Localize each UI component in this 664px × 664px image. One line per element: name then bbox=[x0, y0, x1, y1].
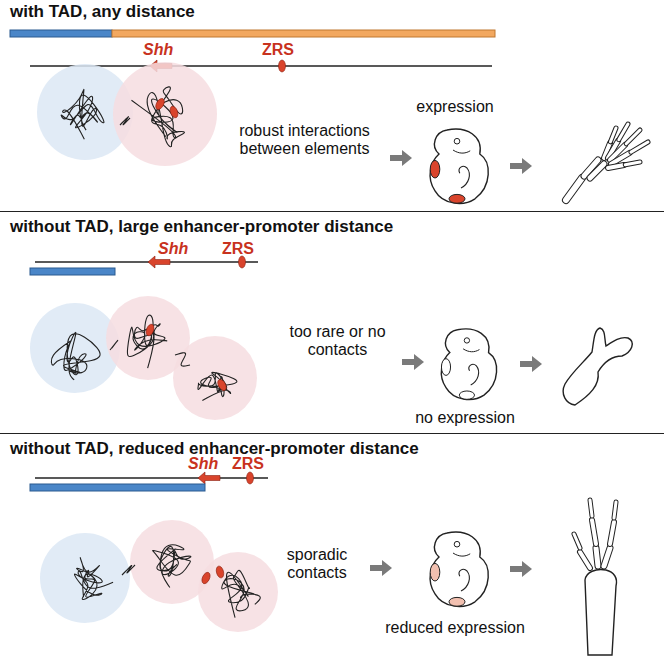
gene-arrow bbox=[198, 472, 220, 484]
bone bbox=[619, 124, 628, 140]
gene-label: Shh bbox=[158, 240, 188, 258]
bone bbox=[626, 130, 640, 144]
enhancer-label: ZRS bbox=[262, 41, 294, 59]
panel-heading: without TAD, large enhancer-promoter dis… bbox=[10, 217, 393, 237]
domain-halo bbox=[40, 533, 130, 623]
tad-bar bbox=[10, 30, 112, 37]
bone bbox=[610, 522, 614, 544]
domain-halo bbox=[113, 62, 217, 166]
enhancer-label: ZRS bbox=[232, 455, 264, 473]
note-text: sporadic contacts bbox=[272, 546, 362, 583]
chromatin-fiber bbox=[51, 332, 100, 380]
bone bbox=[590, 164, 604, 178]
panel-heading: with TAD, any distance bbox=[10, 2, 195, 22]
bone bbox=[610, 522, 614, 544]
bone bbox=[585, 569, 617, 655]
bone bbox=[610, 128, 616, 142]
bone bbox=[614, 502, 616, 518]
enhancer-label: ZRS bbox=[222, 240, 254, 258]
process-arrow bbox=[402, 354, 424, 370]
process-arrow bbox=[520, 356, 542, 372]
bone bbox=[608, 165, 624, 168]
bone bbox=[625, 162, 640, 165]
chromatin-fiber bbox=[198, 372, 237, 400]
chromatin-fiber bbox=[175, 353, 190, 366]
chromatin-fiber bbox=[127, 315, 167, 368]
gene-label: Shh bbox=[143, 41, 173, 59]
bone bbox=[625, 162, 640, 165]
bone bbox=[580, 552, 590, 568]
bone bbox=[631, 142, 648, 152]
bone bbox=[610, 128, 616, 142]
bone bbox=[614, 502, 616, 518]
element-mark bbox=[200, 571, 211, 585]
bone bbox=[580, 552, 590, 568]
domain-halo bbox=[198, 552, 278, 632]
bone bbox=[619, 124, 628, 140]
bone bbox=[566, 178, 582, 200]
bone bbox=[590, 500, 592, 516]
bone bbox=[566, 178, 582, 200]
outcome-text: reduced expression bbox=[380, 619, 530, 637]
embryo bbox=[430, 532, 488, 606]
panel-band: with TAD, any distanceShh ZRS robust inter… bbox=[0, 0, 664, 211]
element-mark bbox=[247, 472, 254, 484]
note-text: too rare or no contacts bbox=[280, 323, 395, 360]
gene-label: Shh bbox=[188, 455, 218, 473]
bone bbox=[563, 328, 632, 405]
process-arrow bbox=[390, 150, 412, 166]
note-text: robust interactions between elements bbox=[222, 122, 387, 159]
bone bbox=[590, 500, 592, 516]
chromatin-fiber bbox=[120, 117, 130, 125]
bone bbox=[574, 534, 580, 548]
domain-halo bbox=[173, 336, 257, 420]
process-arrow bbox=[510, 158, 532, 174]
embryo bbox=[430, 129, 488, 203]
bone bbox=[596, 548, 598, 566]
tad-bar bbox=[112, 30, 495, 37]
outcome-text: expression bbox=[410, 98, 500, 116]
dna-line bbox=[35, 261, 258, 262]
chromatin-fiber bbox=[122, 565, 135, 575]
tad-bar bbox=[30, 484, 205, 491]
domain-halo bbox=[30, 303, 120, 393]
element-mark bbox=[279, 60, 286, 72]
element-mark bbox=[145, 323, 156, 337]
process-arrow bbox=[370, 560, 392, 576]
bone bbox=[604, 548, 610, 566]
panel-band: without TAD, large enhancer-promoter dis… bbox=[0, 211, 664, 433]
chromatin-fiber bbox=[131, 87, 184, 147]
element-mark bbox=[154, 97, 166, 111]
bone bbox=[631, 142, 648, 152]
bone bbox=[592, 520, 596, 544]
chromatin-fiber bbox=[61, 89, 104, 139]
process-arrow bbox=[510, 561, 532, 577]
element-mark bbox=[169, 105, 180, 119]
element-mark bbox=[215, 565, 225, 578]
panel-band: without TAD, reduced enhancer-promoter d… bbox=[0, 433, 664, 664]
bone bbox=[608, 165, 624, 168]
embryo bbox=[441, 329, 496, 400]
gene-arrow bbox=[148, 256, 170, 268]
bone bbox=[604, 548, 610, 566]
bone bbox=[574, 534, 580, 548]
bone bbox=[626, 130, 640, 144]
element-mark bbox=[216, 378, 228, 392]
chromatin-fiber bbox=[222, 570, 260, 617]
dna-line bbox=[35, 477, 268, 478]
chromatin-fiber bbox=[110, 340, 118, 350]
outcome-text: no expression bbox=[410, 409, 520, 427]
element-mark bbox=[239, 256, 246, 268]
bone bbox=[596, 548, 598, 566]
bone bbox=[590, 164, 604, 178]
bone bbox=[592, 520, 596, 544]
tad-bar bbox=[30, 268, 115, 275]
chromatin-fiber bbox=[153, 545, 191, 588]
chromatin-fiber bbox=[74, 558, 113, 600]
